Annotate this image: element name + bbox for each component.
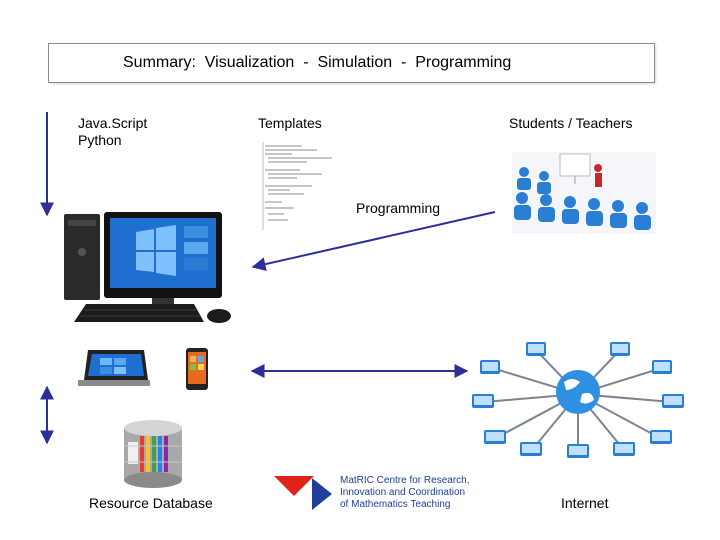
title-box: Summary: Visualization - Simulation - Pr…	[48, 43, 655, 83]
phone-image	[186, 348, 208, 390]
logo-line-1: MatRIC Centre for Research,	[340, 475, 470, 486]
matric-logo-text: MatRIC Centre for Research, Innovation a…	[340, 475, 470, 511]
internet-network-image	[472, 342, 684, 458]
programming-label: Programming	[356, 200, 441, 216]
logo-line-2: Innovation and Coordination	[340, 487, 466, 498]
templates-label: Templates	[258, 115, 322, 131]
matric-logo-icon	[274, 476, 332, 510]
language-python: Python	[78, 132, 122, 148]
students-teachers-label: Students / Teachers	[509, 115, 633, 131]
programming-arrow	[251, 211, 496, 272]
desktop-computer-image	[64, 212, 231, 323]
database-icon	[124, 420, 182, 488]
templates-code-thumbnail	[262, 142, 338, 230]
internet-label: Internet	[561, 495, 609, 511]
slide-title: Summary: Visualization - Simulation - Pr…	[123, 54, 512, 71]
logo-line-3: of Mathematics Teaching	[340, 499, 451, 510]
students-teachers-image	[512, 152, 656, 234]
language-javascript: Java.Script	[78, 115, 148, 131]
resource-database-label: Resource Database	[89, 495, 213, 511]
tablet-image	[78, 350, 150, 386]
